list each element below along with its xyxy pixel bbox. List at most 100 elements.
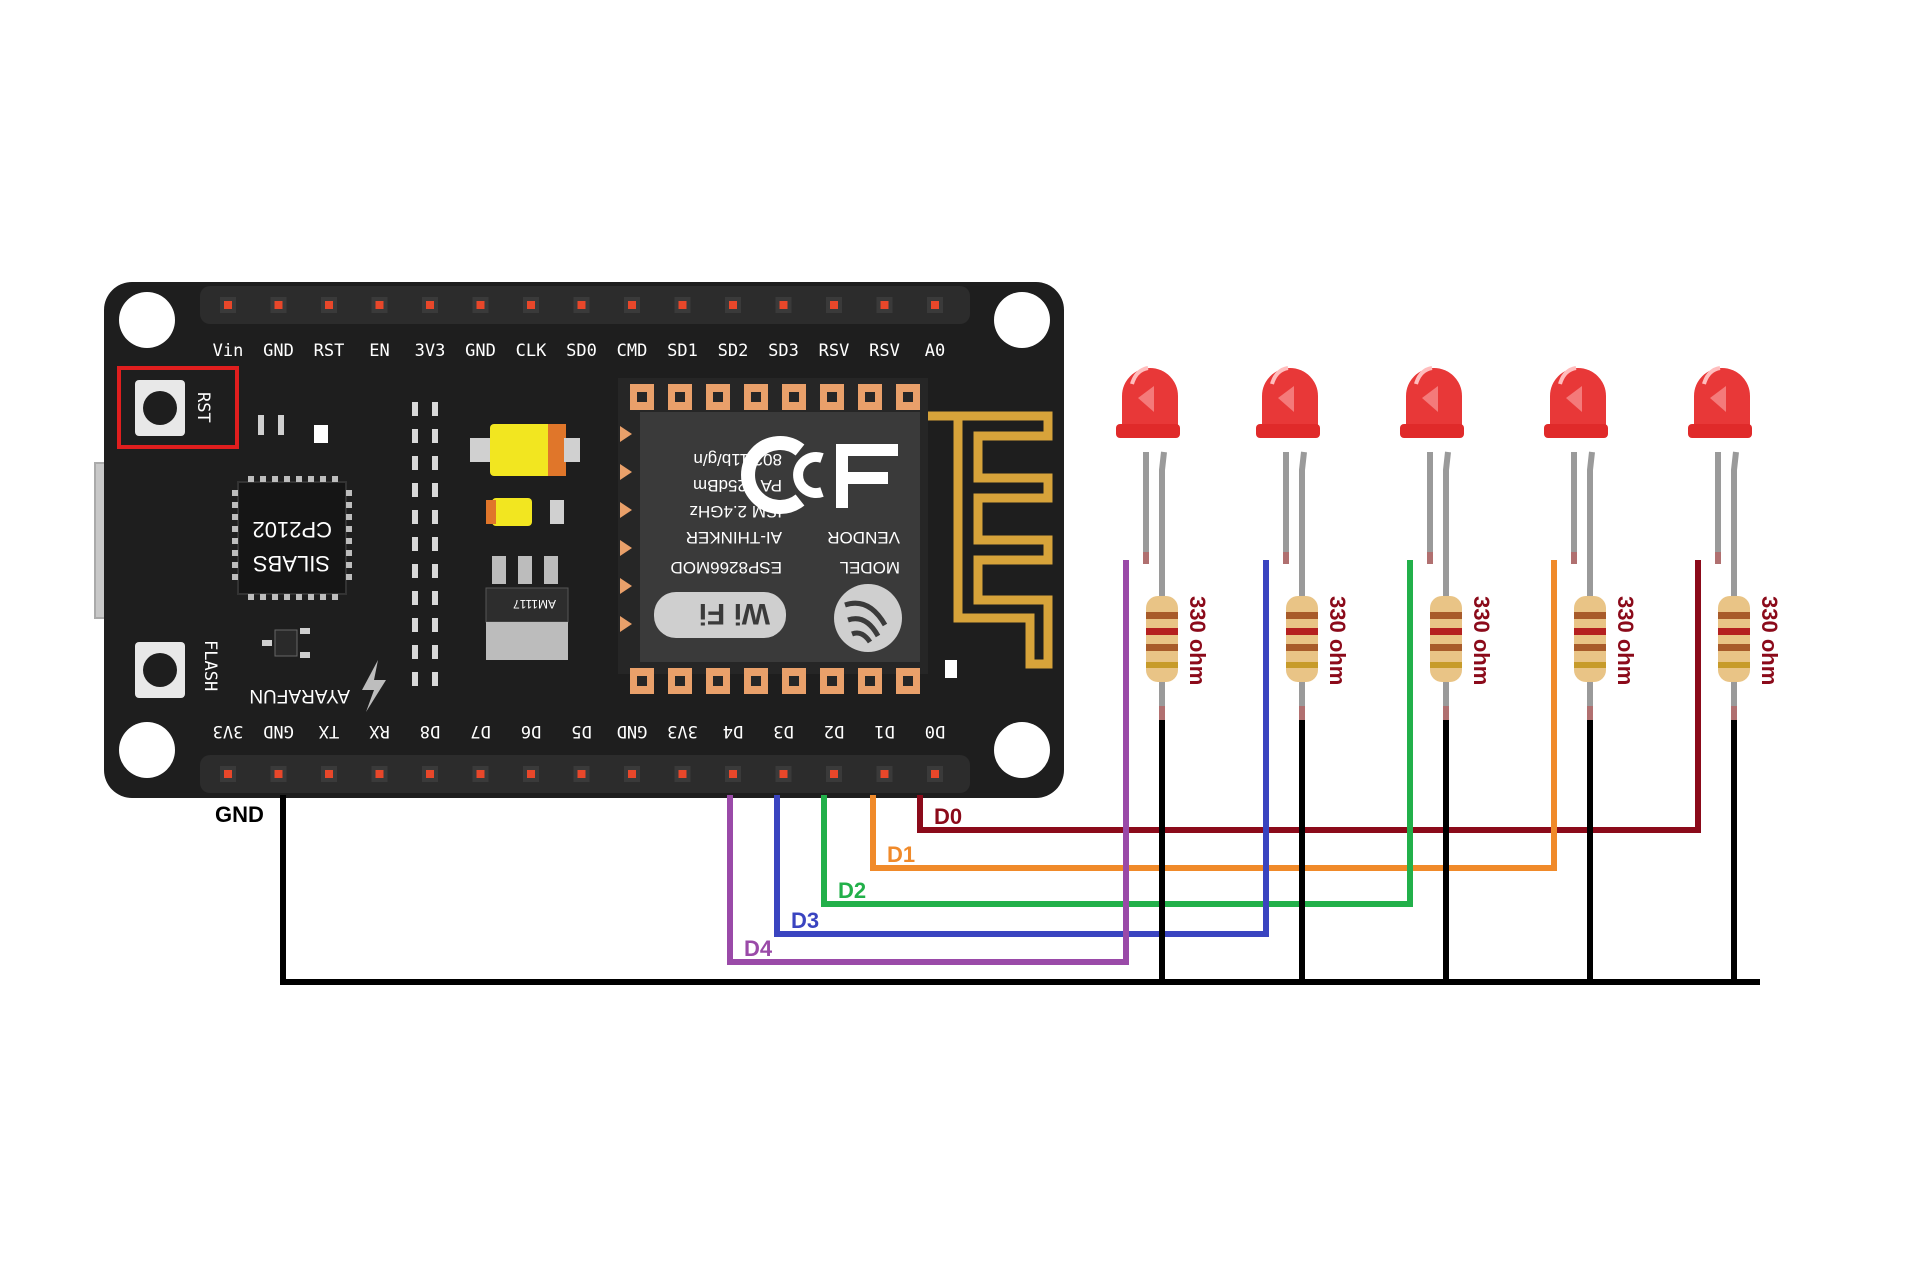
top-pin-label: 3V3 [415,341,446,361]
header-pin-dot [830,301,838,309]
header-pin-dot [527,301,535,309]
header-pin-dot [880,770,889,778]
signal-wire-label: D1 [887,842,915,867]
signal-wire-label: D4 [744,936,773,961]
bottom-pin-label: TX [318,721,339,741]
espressif-logo [834,584,902,652]
resistor: 330 ohm [1574,560,1638,720]
header-pin-dot [325,301,333,309]
regulator-label: AM1117 [513,597,556,611]
bottom-pin-label: GND [617,721,648,741]
bottom-pin-label: 3V3 [667,721,698,741]
header-pin-dot [224,770,232,778]
resistor-label: 330 ohm [1757,596,1782,685]
capacitor [490,424,564,476]
module-model: MODEL [840,558,900,577]
header-pin-dot [931,301,939,309]
bottom-pin-label: D3 [773,721,793,741]
signal-wire-d3 [774,560,1269,937]
bottom-pin-label: D6 [521,721,541,741]
bottom-pin-label: GND [263,721,294,741]
esp8266-module: MODEL VENDOR ESP8266MOD AI-THINKER ISM 2… [618,378,1053,694]
header-pin-dot [224,301,232,309]
header-pin-dot [628,770,636,778]
header-pin-dot [830,770,838,778]
mounting-hole [119,722,175,778]
top-pin-label: SD2 [718,341,749,361]
top-pin-label: GND [263,341,294,361]
header-pin-dot [729,301,737,309]
top-pin-label: CLK [516,341,547,361]
rst-highlight-box [117,366,239,449]
signal-wire-d0 [917,560,1701,833]
header-pin-dot [678,770,687,778]
bottom-pin-label: RX [369,721,390,741]
gnd-wire-label: GND [215,802,264,827]
rst-button-label: RST [193,392,213,423]
top-pin-label: SD3 [768,341,799,361]
resistor-label: 330 ohm [1613,596,1638,685]
bottom-pin-label: D8 [420,721,440,741]
signal-wire-label: D2 [838,878,866,903]
top-pin-label: EN [369,341,389,361]
chip-line1: CP2102 [252,517,332,542]
resistor: 330 ohm [1286,560,1350,720]
resistor-label: 330 ohm [1325,596,1350,685]
header-pin-dot [577,301,586,309]
bottom-pin-label: D1 [874,721,894,741]
module-power: PA +25dBm [693,476,782,495]
signal-wire-d2 [821,560,1413,907]
signal-wire-label: D0 [934,804,962,829]
resistor: 330 ohm [1718,560,1782,720]
header-pin-dot [628,301,636,309]
signal-wire-d4 [727,560,1129,965]
flash-button-label: FLASH [200,640,220,691]
signal-wire-d1 [870,560,1557,871]
header-pin-dot [880,301,889,309]
brand-label: AYARAFUN [249,685,350,706]
top-pin-label: CMD [617,341,648,361]
module-standard: 802.11b/g/n [693,450,782,469]
header-pin-dot [779,301,788,309]
header-pin-dot [729,770,737,778]
wifi-logo: Wi Fi [654,592,786,638]
header-pin-dot [375,770,384,778]
lightning-icon [362,660,386,712]
antenna-trace [928,411,1053,669]
led [1688,366,1752,564]
mounting-hole [994,292,1050,348]
header-pin-dot [426,770,434,778]
header-pin-dot [678,301,687,309]
bottom-pin-label: D2 [824,721,844,741]
header-pin-dot [426,301,434,309]
usb-uart-chip: CP2102 SILABS [232,476,352,600]
fcc-logo [741,436,898,514]
module-vendor: VENDOR [827,528,900,547]
header-pin-dot [274,301,283,309]
bottom-pin-label: D5 [571,721,591,741]
led [1116,366,1180,564]
resistor: 330 ohm [1430,560,1494,720]
header-pin-dot [931,770,939,778]
wifi-text: Wi Fi [699,597,770,630]
mounting-hole [119,292,175,348]
header-pin-dot [274,770,283,778]
led [1544,366,1608,564]
top-pin-label: SD0 [566,341,597,361]
led [1256,366,1320,564]
header-pin-dot [476,770,485,778]
voltage-regulator: AM1117 [485,556,569,660]
top-pin-label: GND [465,341,496,361]
top-pin-label: Vin [213,341,244,361]
resistor-label: 330 ohm [1185,596,1210,685]
chip-line2: SILABS [253,551,330,576]
gnd-wire [280,795,1760,985]
header-pin-dot [375,301,384,309]
bottom-pin-label: D0 [925,721,945,741]
bottom-pin-label: D7 [470,721,490,741]
module-part: ESP8266MOD [671,558,783,577]
signal-wire-label: D3 [791,908,819,933]
header-pin-dot [325,770,333,778]
header-pin-dot [527,770,535,778]
